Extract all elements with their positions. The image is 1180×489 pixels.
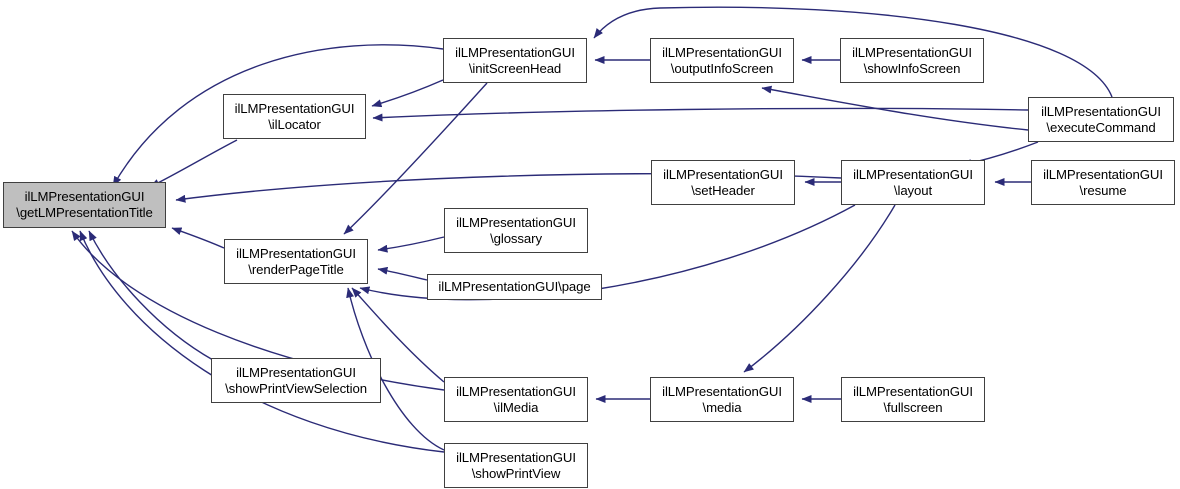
node-ilMedia[interactable]: ilLMPresentationGUI \ilMedia [444,377,588,422]
node-showPrintView[interactable]: ilLMPresentationGUI \showPrintView [444,443,588,488]
node-label-line1: ilLMPresentationGUI [663,166,783,182]
node-showInfoScreen[interactable]: ilLMPresentationGUI \showInfoScreen [840,38,984,83]
edge-initScreenHead-to-getLMPresentationTitle [112,44,444,187]
node-getLMPresentationTitle[interactable]: ilLMPresentationGUI \getLMPresentationTi… [3,182,166,228]
node-label-line2: \executeCommand [1046,119,1156,135]
edge-initScreenHead-to-ilLocator [371,79,444,108]
node-label-line2: \layout [893,182,933,198]
node-layout[interactable]: ilLMPresentationGUI \layout [841,160,985,205]
node-label-line1: ilLMPresentationGUI [24,189,145,205]
node-label-line2: \showPrintViewSelection [225,380,367,396]
node-label-line2: \ilLocator [268,116,321,132]
node-label-line2: \ilMedia [493,399,539,415]
node-label-line2: \fullscreen [883,399,943,415]
edge-layout-to-media [743,204,896,373]
node-label-line2: \initScreenHead [468,60,562,76]
node-label-line2: \glossary [490,230,542,246]
node-label-line1: ilLMPresentationGUI [455,44,575,60]
node-showPrintViewSelection[interactable]: ilLMPresentationGUI \showPrintViewSelect… [211,358,381,403]
edge-page-to-renderPageTitle [377,266,428,281]
node-label-line1: ilLMPresentationGUI [662,44,782,60]
node-label-line2: \setHeader [691,182,755,198]
node-label-line1: ilLMPresentationGUI [853,383,973,399]
edge-executeCommand-to-initScreenHead [593,6,1113,98]
node-label-line2: \media [702,399,742,415]
edge-executeCommand-to-outputInfoScreen [761,85,1029,131]
node-label-line1: ilLMPresentationGUI [456,214,576,230]
node-initScreenHead[interactable]: ilLMPresentationGUI \initScreenHead [443,38,587,83]
node-glossary[interactable]: ilLMPresentationGUI \glossary [444,208,588,253]
node-ilLocator[interactable]: ilLMPresentationGUI \ilLocator [223,94,366,139]
node-label-line1: ilLMPresentationGUI [456,449,576,465]
edge-showPrintView-to-getLMPresentationTitle [79,230,445,453]
node-label-line2: \resume [1079,182,1127,198]
edge-ilLocator-to-getLMPresentationTitle [149,139,238,188]
edge-executeCommand-to-ilLocator [372,107,1029,122]
node-renderPageTitle[interactable]: ilLMPresentationGUI \renderPageTitle [224,239,368,284]
node-outputInfoScreen[interactable]: ilLMPresentationGUI \outputInfoScreen [650,38,794,83]
node-label-line1: ilLMPresentationGUI [662,383,782,399]
edge-showPrintViewSelection-to-getLMPresentationTitle [88,230,214,361]
node-label-line2: \outputInfoScreen [670,60,774,76]
edge-glossary-to-renderPageTitle [377,236,445,253]
node-setHeader[interactable]: ilLMPresentationGUI \setHeader [651,160,795,205]
node-label-line2: \showPrintView [471,465,561,481]
edge-ilMedia-to-renderPageTitle [351,287,445,383]
node-label-line2: \showInfoScreen [863,60,961,76]
node-resume[interactable]: ilLMPresentationGUI \resume [1031,160,1175,205]
node-label-line1: ilLMPresentationGUI [852,44,972,60]
edge-initScreenHead-to-renderPageTitle [343,82,488,235]
node-label-line1: ilLMPresentationGUI\page [438,279,591,295]
node-label-line1: ilLMPresentationGUI [234,100,355,116]
node-label-line1: ilLMPresentationGUI [1041,103,1161,119]
node-label-line2: \getLMPresentationTitle [16,205,153,220]
node-page[interactable]: ilLMPresentationGUI\page [427,274,602,300]
edge-showPrintView-to-renderPageTitle [346,287,445,451]
node-label-line1: ilLMPresentationGUI [1043,166,1163,182]
edge-renderPageTitle-to-getLMPresentationTitle [171,227,225,249]
node-media[interactable]: ilLMPresentationGUI \media [650,377,794,422]
node-label-line1: ilLMPresentationGUI [236,364,356,380]
node-fullscreen[interactable]: ilLMPresentationGUI \fullscreen [841,377,985,422]
node-label-line1: ilLMPresentationGUI [456,383,576,399]
node-label-line1: ilLMPresentationGUI [236,245,356,261]
node-label-line1: ilLMPresentationGUI [853,166,973,182]
node-executeCommand[interactable]: ilLMPresentationGUI \executeCommand [1028,97,1174,142]
node-label-line2: \renderPageTitle [248,261,344,277]
